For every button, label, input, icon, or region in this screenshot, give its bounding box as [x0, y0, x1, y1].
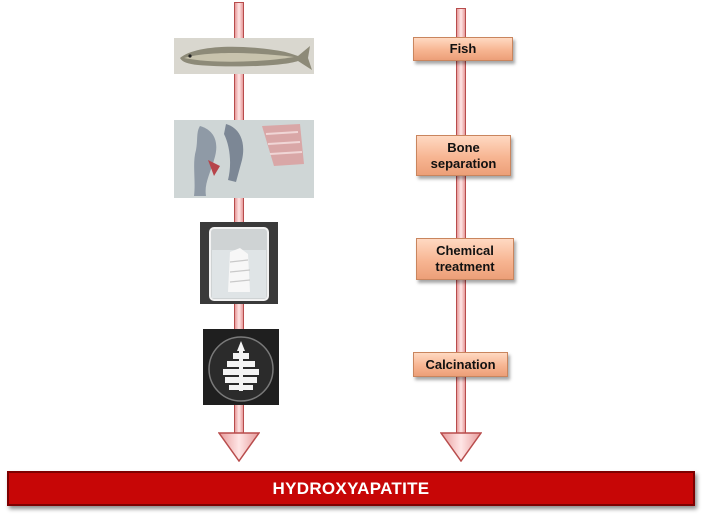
step-fish: Fish [413, 37, 513, 61]
calcined-bones-dish-photo [203, 329, 279, 405]
step-bone-separation-label: Bone separation [430, 139, 497, 171]
step-chemical-treatment-label: Chemical treatment [435, 243, 495, 274]
chemical-treatment-beaker-photo [200, 222, 278, 304]
fish-photo [174, 38, 314, 74]
step-calcination-label: Calcination [425, 356, 496, 372]
left-arrow-shaft [234, 2, 244, 434]
step-fish-label: Fish [449, 41, 477, 56]
step-chemical-treatment: Chemical treatment [416, 238, 514, 280]
result-banner: HYDROXYAPATITE [7, 471, 695, 506]
step-bone-separation: Bone separation [416, 135, 511, 176]
result-label: HYDROXYAPATITE [272, 478, 430, 498]
step-calcination: Calcination [413, 352, 508, 377]
right-arrow-head-icon [440, 432, 482, 462]
left-arrow-head-icon [218, 432, 260, 462]
right-arrow-shaft [456, 8, 466, 434]
bone-separation-photo [174, 120, 314, 198]
